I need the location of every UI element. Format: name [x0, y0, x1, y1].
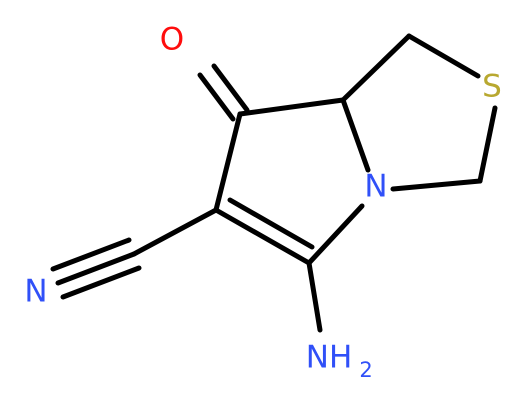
- bond-c6-cn: [131, 207, 219, 257]
- oxygen-label: O: [160, 22, 184, 58]
- amine-label: NH: [306, 340, 353, 376]
- sulfur-label: S: [482, 69, 502, 105]
- bond-c5-n: [306, 203, 365, 266]
- bond-line: [211, 63, 250, 113]
- bond-line: [55, 251, 137, 286]
- bond-s-c1: [406, 33, 481, 79]
- amine-subscript: 2: [359, 358, 372, 382]
- bond-line: [197, 72, 236, 122]
- bond-carbonyl: [197, 63, 250, 122]
- bond-c7-c6: [213, 111, 243, 213]
- ring-nitrogen-label: N: [364, 169, 387, 205]
- bond-c1-c7a: [340, 33, 412, 103]
- bond-line: [50, 237, 132, 272]
- bond-c6-c5-double: [213, 197, 315, 266]
- bond-c5-nh2: [306, 260, 323, 333]
- bond-c3-s: [477, 105, 498, 184]
- bond-line: [60, 265, 142, 300]
- nitrile-nitrogen-label: N: [24, 274, 47, 310]
- bond-nitrile-triple: [50, 237, 142, 300]
- bond-line: [227, 197, 315, 250]
- bond-c7-c7a: [237, 97, 346, 117]
- bond-c7a-n: [340, 97, 371, 173]
- bond-line: [213, 207, 312, 266]
- bond-n-c3: [390, 178, 483, 192]
